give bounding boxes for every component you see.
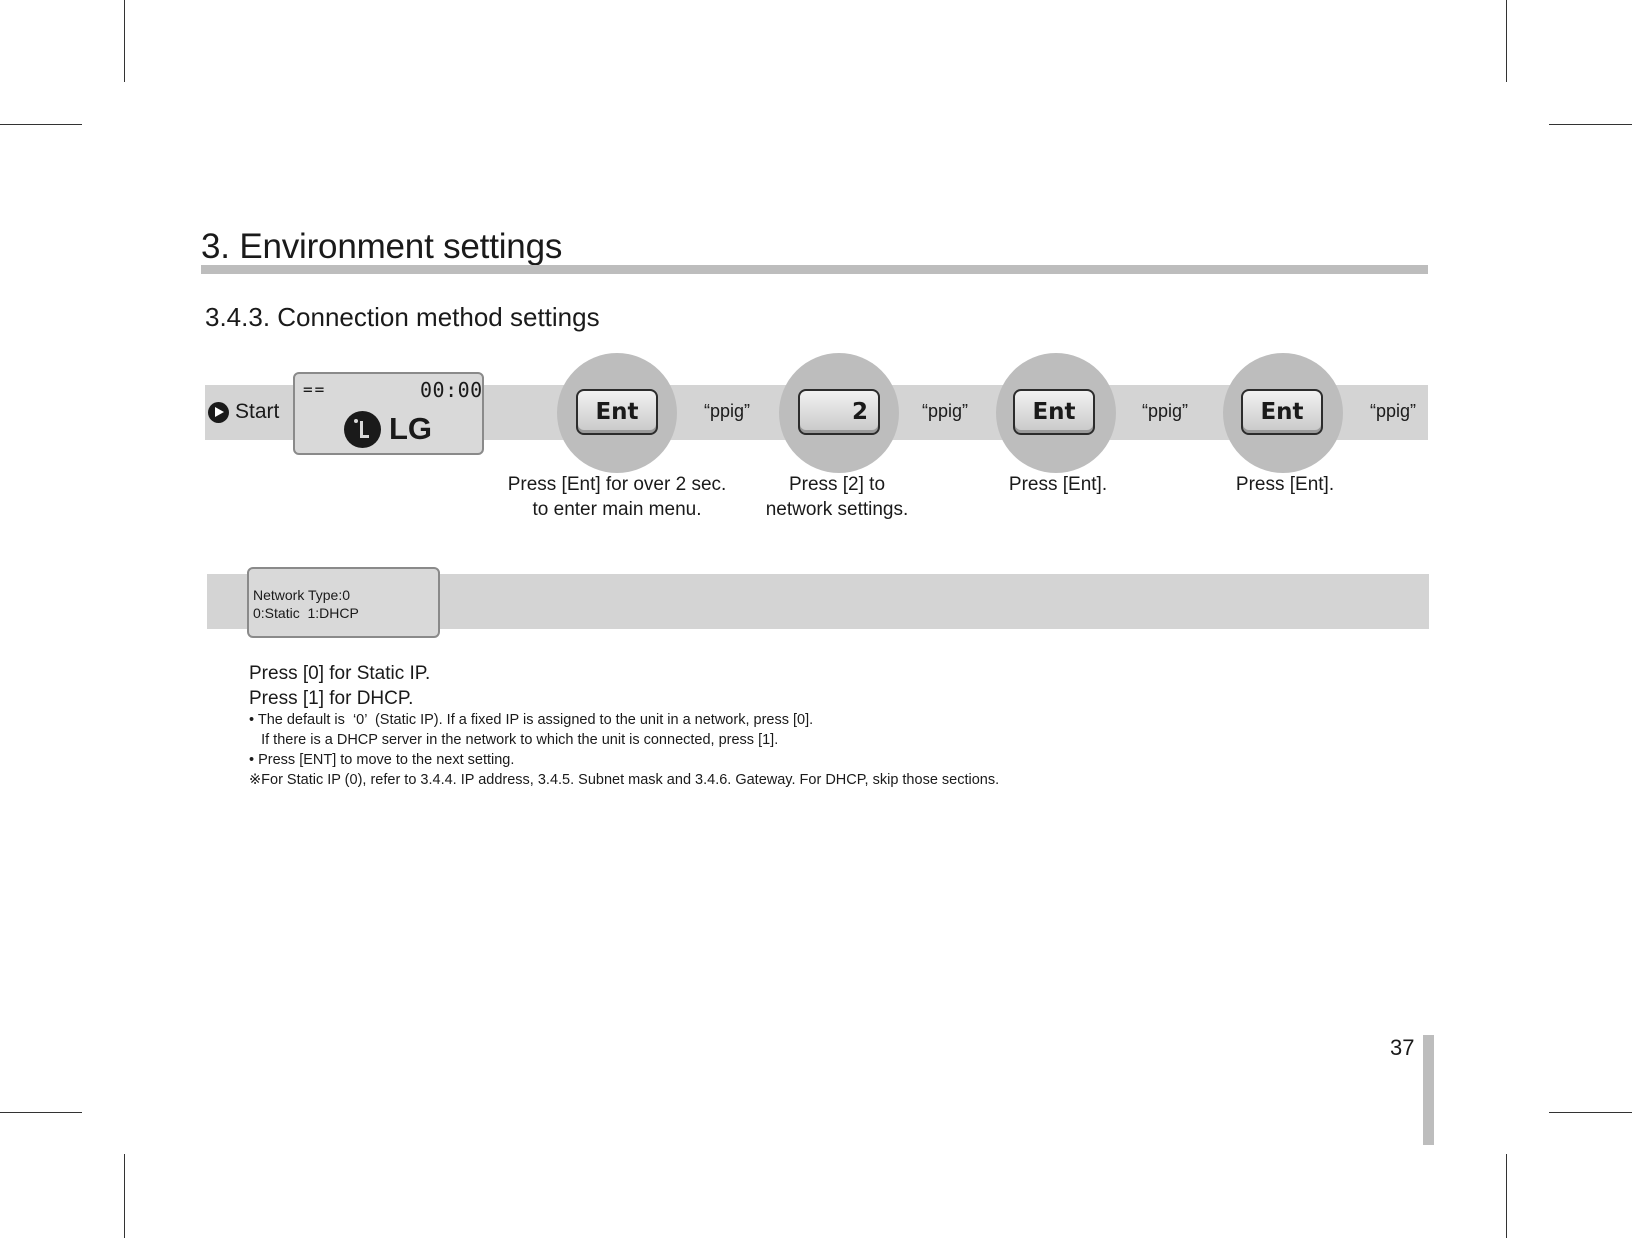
lcd-display-network-type [247,567,440,638]
crop-mark [124,0,125,82]
lcd-indicator: == [303,380,327,399]
page-number: 37 [1390,1035,1415,1060]
crop-mark [1506,1154,1507,1238]
step-caption: Press [Ent]. [1008,474,1108,495]
beep-sound-text: “ppig” [1142,401,1189,421]
section-title: 3.4.3. Connection method settings [205,302,600,332]
lcd-network-type-text: Network Type:0 0:Static 1:DHCP [253,587,359,621]
number-2-key[interactable]: 2 [798,389,880,435]
instruction-dhcp: Press [1] for DHCP. [249,688,414,709]
note-next-setting: • Press [ENT] to move to the next settin… [249,752,515,768]
lcd-display-idle [293,372,484,455]
instruction-static-ip: Press [0] for Static IP. [249,663,431,684]
lg-logo-icon [344,411,381,448]
note-default: • The default is ‘0’ (Static IP). If a f… [249,712,814,728]
crop-mark [1506,0,1507,82]
crop-mark [124,1154,125,1238]
lg-logo-text: LG [389,411,433,446]
note-reference: ※For Static IP (0), refer to 3.4.4. IP a… [249,772,1000,788]
note-dhcp-server: If there is a DHCP server in the network… [249,732,779,748]
ent-key[interactable]: Ent [1013,389,1095,435]
crop-mark [0,1112,82,1113]
start-label: Start [235,400,280,423]
beep-sound-text: “ppig” [704,401,751,421]
ent-key[interactable]: Ent [576,389,658,435]
step-caption: Press [Ent]. [1235,474,1335,495]
beep-sound-text: “ppig” [1370,401,1417,421]
ent-key[interactable]: Ent [1241,389,1323,435]
title-rule [201,265,1428,274]
start-arrow-icon [208,402,229,423]
step-caption: Press [Ent] for over 2 sec.to enter main… [507,474,727,520]
page-title: 3. Environment settings [201,227,563,266]
beep-sound-text: “ppig” [922,401,969,421]
crop-mark [1549,1112,1632,1113]
crop-mark [1549,124,1632,125]
lcd-time: 00:00 [420,378,483,402]
crop-mark [0,124,82,125]
page-edge-bar [1423,1035,1434,1145]
